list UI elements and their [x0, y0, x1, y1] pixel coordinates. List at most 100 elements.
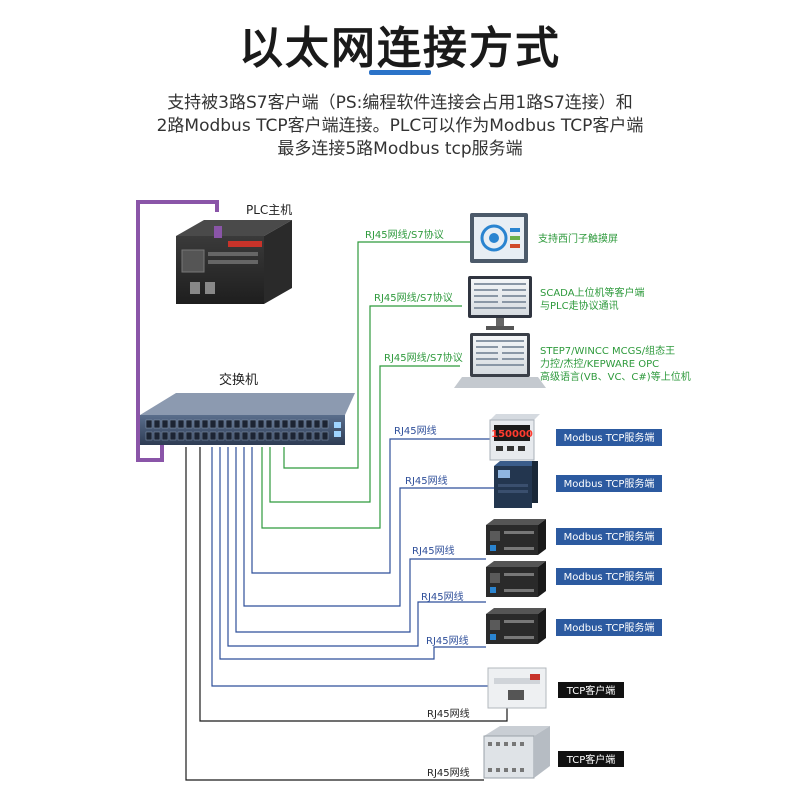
meter-readout: 150000	[491, 429, 533, 440]
plc-side	[538, 561, 546, 597]
plc-port	[490, 573, 500, 583]
description-line-2: 2路Modbus TCP客户端连接。PLC可以作为Modbus TCP客户端	[156, 116, 644, 136]
modbus-badge-2: Modbus TCP服务端	[556, 475, 662, 492]
switch-port	[265, 431, 273, 441]
plc-port	[490, 620, 500, 630]
plc-port	[490, 531, 500, 541]
switch-port	[305, 431, 313, 441]
modbus-wire-5	[219, 447, 486, 660]
tcp-badge-1-text: TCP客户端	[566, 684, 616, 697]
plc-device	[176, 220, 292, 304]
plc-led	[490, 587, 496, 593]
modbus-link-label-2: RJ45网线	[405, 474, 448, 487]
switch-port	[257, 431, 265, 441]
scada-monitor-device	[468, 276, 532, 330]
s7-device-desc-2a: SCADA上位机等客户端	[540, 286, 645, 299]
switch-port	[185, 419, 193, 429]
s7-link-label-2: RJ45网线/S7协议	[374, 291, 453, 304]
switch-port	[153, 431, 161, 441]
modbus-badge-4-text: Modbus TCP服务端	[564, 570, 655, 583]
s7-device-desc-3a: STEP7/WINCC MCGS/组态王	[540, 344, 675, 357]
switch-port	[289, 431, 297, 441]
switch-port	[193, 419, 201, 429]
plc-led	[490, 545, 496, 551]
inverter-device	[494, 461, 538, 508]
switch-port	[257, 419, 265, 429]
plc-terminal	[504, 547, 534, 550]
switch-port	[217, 431, 225, 441]
modbus-wire-2	[243, 447, 494, 607]
plc-top	[486, 608, 546, 614]
modbus-wire-3	[235, 447, 486, 633]
switch-port	[321, 431, 329, 441]
modbus-plc-device-3	[486, 608, 546, 644]
switch-port	[177, 419, 185, 429]
touch-screen-device	[470, 213, 528, 263]
purple-cable	[136, 200, 219, 462]
switch-port	[145, 419, 153, 429]
modbus-plc-device-2	[486, 561, 546, 597]
switch-port	[241, 431, 249, 441]
tcp-link-label-2: RJ45网线	[427, 766, 470, 779]
s7-wire-3	[261, 365, 460, 529]
modbus-wire-4	[227, 447, 486, 647]
modbus-wire-1	[251, 438, 490, 574]
switch-port	[169, 419, 177, 429]
modbus-badge-5: Modbus TCP服务端	[556, 619, 662, 636]
switch-port	[193, 431, 201, 441]
switch-port	[185, 431, 193, 441]
title-underline	[369, 70, 431, 75]
tcp-badge-2: TCP客户端	[558, 751, 624, 767]
switch-port	[241, 419, 249, 429]
switch-port	[265, 419, 273, 429]
modbus-plc-device-1	[486, 519, 546, 555]
description-line-3: 最多连接5路Modbus tcp服务端	[277, 139, 523, 159]
switch-port	[313, 419, 321, 429]
switch-port	[225, 431, 233, 441]
modbus-link-label-3: RJ45网线	[412, 544, 455, 557]
modbus-badge-2-text: Modbus TCP服务端	[564, 477, 655, 490]
plc-terminal	[504, 573, 534, 576]
extra-link-label-1: RJ45网线	[421, 590, 464, 603]
power-meter-device: 150000	[489, 414, 540, 461]
tcp-wire-2	[185, 447, 484, 781]
switch-port	[249, 419, 257, 429]
modbus-link-label-1: RJ45网线	[394, 424, 437, 437]
plc-top	[486, 519, 546, 525]
switch-label: 交换机	[219, 372, 258, 388]
plc-top	[486, 561, 546, 567]
plc-side	[538, 519, 546, 555]
page-title: 以太网连接方式	[239, 23, 561, 74]
description-line-1: 支持被3路S7客户端（PS:编程软件连接会占用1路S7连接）和	[167, 93, 633, 113]
s7-device-desc-3b: 力控/杰控/KEPWARE OPC	[540, 357, 659, 370]
switch-port	[321, 419, 329, 429]
tcp-client-device-2	[483, 726, 550, 779]
plc-side	[538, 608, 546, 644]
switch-port	[201, 431, 209, 441]
switch-port	[233, 419, 241, 429]
modbus-badge-4: Modbus TCP服务端	[556, 568, 662, 585]
modbus-badge-3-text: Modbus TCP服务端	[564, 530, 655, 543]
plc-terminal	[504, 589, 534, 592]
tcp-badge-2-text: TCP客户端	[566, 753, 616, 766]
switch-port	[281, 431, 289, 441]
laptop-device	[454, 333, 546, 388]
s7-link-label-3: RJ45网线/S7协议	[384, 351, 463, 364]
switch-port	[169, 431, 177, 441]
switch-port	[281, 419, 289, 429]
modbus-badge-1: Modbus TCP服务端	[556, 429, 662, 446]
switch-port	[153, 419, 161, 429]
tcp-badge-1: TCP客户端	[558, 682, 624, 698]
switch-port	[297, 431, 305, 441]
s7-device-desc-2b: 与PLC走协议通讯	[540, 299, 619, 312]
switch-port	[297, 419, 305, 429]
switch-port	[273, 419, 281, 429]
switch-port	[145, 431, 153, 441]
s7-device-desc-3c: 高级语言(VB、VC、C#)等上位机	[540, 370, 691, 383]
tcp-link-label-1: RJ45网线	[427, 707, 470, 720]
switch-port	[161, 431, 169, 441]
modbus-badge-5-text: Modbus TCP服务端	[564, 621, 655, 634]
tcp-wire-1	[199, 447, 508, 722]
plc-led	[490, 634, 496, 640]
